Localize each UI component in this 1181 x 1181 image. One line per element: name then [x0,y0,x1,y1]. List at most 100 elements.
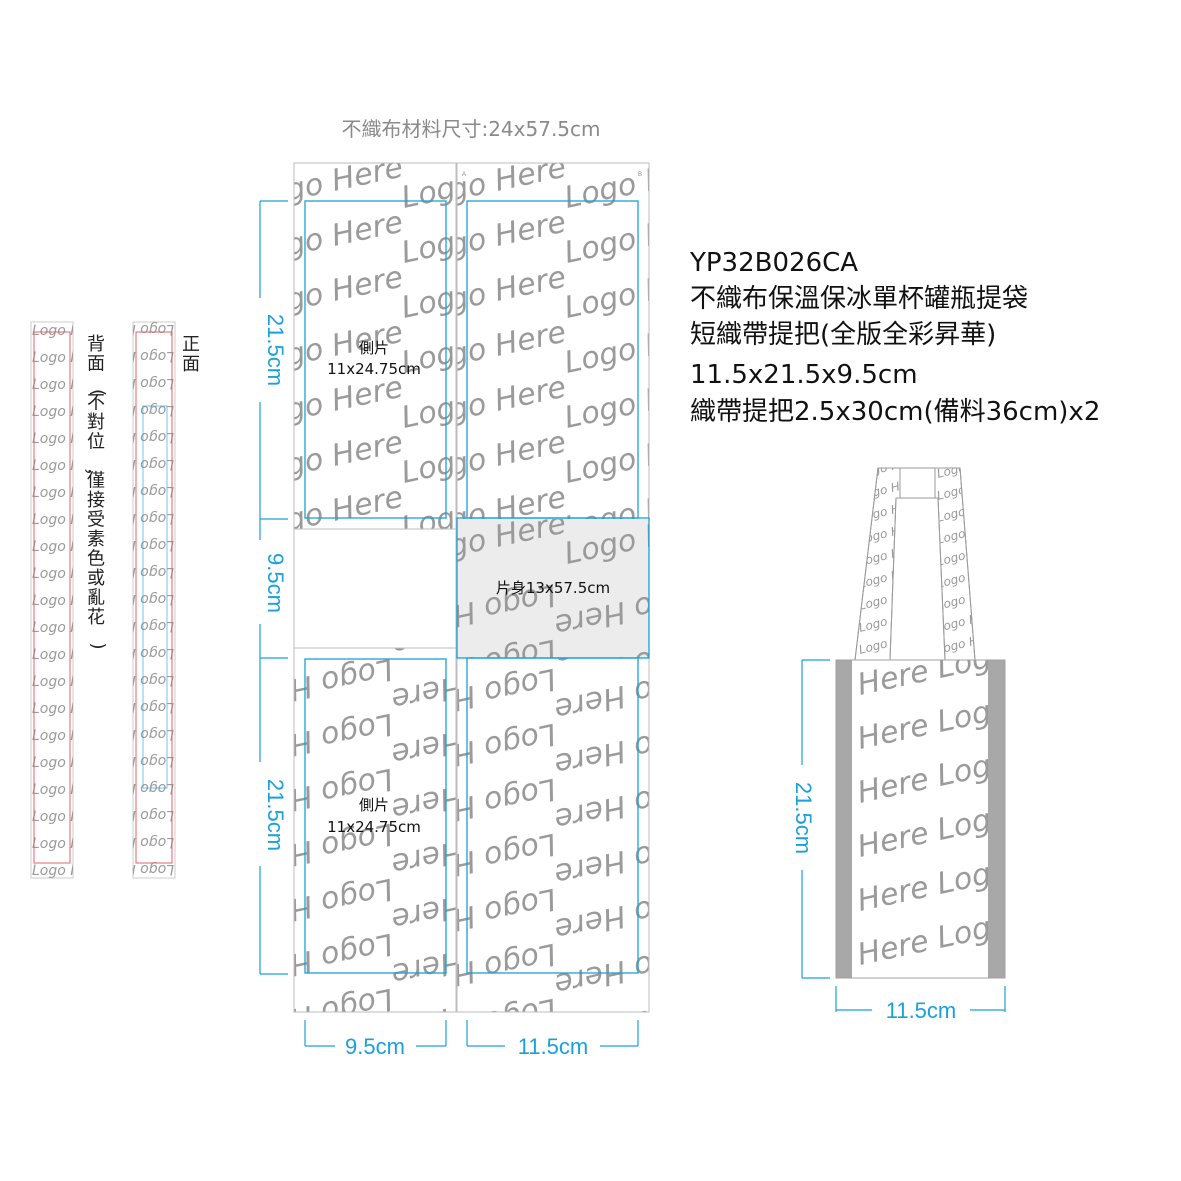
side-panel-top-size: 11x24.75cm [327,360,421,378]
dim-bottom-left: 9.5cm [345,1034,405,1059]
strap-back-red-outline [33,331,71,864]
product-handle-desc: 短織帶提把(全版全彩昇華) [690,320,996,350]
bag-right-band [988,660,1005,978]
strap-watermark-text: Logo Here [32,512,104,528]
strap-watermark-text: Logo Here [32,404,104,420]
strap-watermark-text: Logo Here [32,431,104,447]
strap-watermark-text: Logo Here [32,755,104,771]
strap-watermark-text: Logo Here [102,591,174,607]
strap-back-label: 背面(不對位，僅接受素色或亂花) [82,334,108,650]
strap-watermark-text: Logo Here [102,429,174,445]
watermark-text: Logo Here [238,926,396,992]
watermark-text: Logo Here [551,716,709,782]
strap-watermark-text: Logo Here [32,647,104,663]
side-panel-bottom-cut [304,658,447,974]
strap-watermark-text: Logo Here [32,566,104,582]
watermark-text: Logo Here [561,425,719,491]
strap-watermark-text: Logo Here [102,861,174,877]
strap-watermark-text: Logo Here [32,863,104,879]
strap-watermark-text: Logo Here [32,620,104,636]
watermark-text: Logo Here [551,771,709,837]
watermark-text: Logo Here [551,826,709,892]
strap-watermark-text: Logo Here [32,782,104,798]
watermark-text: Logo Here [248,425,406,491]
body-shade-region [457,519,649,658]
material-outline-left [293,162,457,1013]
watermark-text: Logo Here [238,651,396,717]
strap-watermark-text: Logo Here [32,458,104,474]
watermark-text: Logo Here [551,936,709,1002]
dim-bottom-right: 11.5cm [518,1034,589,1059]
strap-watermark-text: Logo Here [102,753,174,769]
watermark-text: Logo Here [551,881,709,947]
strap-watermark-text: Logo Here [102,834,174,850]
side-panel-bottom-size: 11x24.75cm [327,818,421,836]
strap-front-label: 正面 [182,334,200,375]
side-panel-top-cut [304,200,447,519]
strap-watermark-text: Logo Here [32,593,104,609]
product-code: YP32B026CA [689,248,858,278]
dim-bag-width: 11.5cm [886,998,957,1023]
strap-watermark-text: Logo Here [32,539,104,555]
strap-front-red-outline [135,331,173,864]
strap-watermark-text: Logo Here [32,728,104,744]
dim-left-top: 21.5cm [263,314,288,386]
dim-bag-height: 21.5cm [791,782,816,854]
product-size: 11.5x21.5x9.5cm [690,360,918,390]
watermark-text: Logo Here [248,205,406,271]
dim-left-middle: 9.5cm [263,553,288,613]
strap-watermark-text: Logo Here [102,726,174,742]
strap-watermark-text: Logo Here [102,321,174,337]
strap-watermark-text: Logo Here [32,485,104,501]
watermark-text: Logo Here [561,150,719,216]
material-size-label: 不織布材料尺寸:24x57.5cm [341,117,600,141]
side-panel-top-title: 側片 [359,339,389,357]
watermark-text: Logo Here [238,871,396,937]
bag-dimensions: 21.5cm 11.5cm [791,659,1006,1023]
strap-watermark-text: Logo Here [102,699,174,715]
product-strap-spec: 織帶提把2.5x30cm(備料36cm)x2 [690,397,1100,427]
bag-left-band [836,660,852,978]
watermark-text: Logo Here [248,150,406,216]
strap-watermark-text: Logo Here [102,618,174,634]
corner-mark-a: A [462,172,466,178]
strap-watermark-text: Logo Here [102,375,174,391]
product-info: YP32B026CA 不織布保溫保冰單杯罐瓶提袋 短織帶提把(全版全彩昇華) 1… [689,248,1100,427]
handle-watermark-text: Logo Here [935,452,998,480]
corner-mark-b: B [638,172,642,178]
body-panel-bottom-cut [466,657,639,974]
dim-left-bottom: 21.5cm [263,779,288,851]
product-name: 不織布保溫保冰單杯罐瓶提袋 [690,284,1028,314]
strap-watermark-text: Logo Here [32,350,104,366]
strap-watermark-text: Logo Here [102,456,174,472]
strap-watermark-text: Logo Here [102,510,174,526]
body-panel-label: 片身13x57.5cm [496,579,610,597]
side-panel-bottom-title: 側片 [359,796,389,814]
strap-watermark-text: Logo Here [32,809,104,825]
strap-watermark-text: Logo Here [32,701,104,717]
blank-gap-left [295,530,455,647]
strap-watermark-text: Logo Here [32,377,104,393]
watermark-text: Logo Here [551,661,709,727]
strap-watermark-text: Logo Here [102,348,174,364]
strap-watermark-text: Logo Here [102,645,174,661]
strap-watermark-text: Logo Here [32,836,104,852]
strap-watermark-text: Logo Here [32,323,104,339]
watermark-text: Logo Here [238,706,396,772]
strap-watermark-text: Logo Here [32,674,104,690]
strap-watermark-text: Logo Here [102,537,174,553]
strap-watermark-text: Logo Here [102,672,174,688]
bottom-dimensions: 9.5cm 11.5cm [304,1020,639,1059]
left-dimensions: 21.5cm 9.5cm 21.5cm [259,200,288,975]
strap-watermark-text: Logo Here [102,807,174,823]
strap-watermark-text: Logo Here [102,483,174,499]
